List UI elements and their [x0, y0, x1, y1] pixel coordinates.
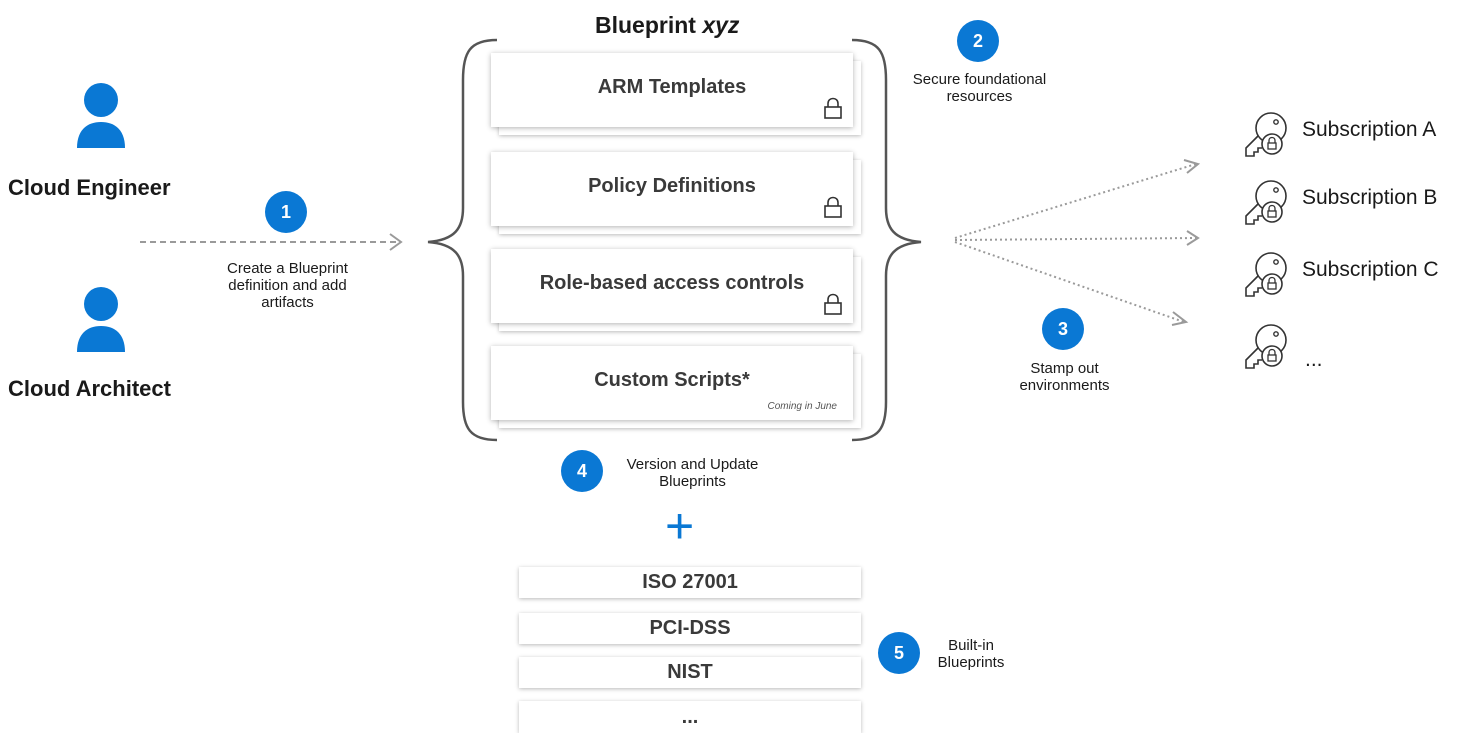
artifact-card-role-based-access[interactable]: Role-based access controls	[491, 249, 853, 323]
blueprint-title-prefix: Blueprint	[595, 12, 696, 38]
blueprint-title: Blueprint xyz	[595, 12, 739, 39]
blueprint-title-name: xyz	[702, 12, 740, 38]
cloud-architect-person-icon	[77, 287, 125, 352]
cloud-architect-label: Cloud Architect	[8, 376, 171, 401]
stamp-arrow-bottom	[954, 241, 1185, 323]
stamp-arrow-top	[954, 163, 1197, 239]
stamp-arrow-middle	[954, 237, 1197, 241]
artifact-label: Role-based access controls	[539, 271, 805, 294]
artifact-card-arm-templates[interactable]: ARM Templates	[491, 53, 853, 127]
builtin-blueprint-iso[interactable]: ISO 27001	[519, 567, 861, 598]
artifact-label: ARM Templates	[597, 75, 747, 98]
subscription-c-label: Subscription C	[1302, 258, 1439, 281]
left-brace	[427, 38, 498, 442]
lock-icon	[824, 293, 842, 315]
subscription-key-icon	[1245, 112, 1287, 157]
step-3-badge: 3	[1042, 308, 1084, 350]
subscription-key-icon	[1245, 180, 1287, 225]
right-brace	[851, 38, 922, 442]
artifact-label: Custom Scripts*	[594, 368, 750, 391]
lock-icon	[824, 97, 842, 119]
builtin-blueprint-more[interactable]: ...	[519, 701, 861, 733]
subscription-key-icon	[1245, 252, 1287, 297]
step-4-caption: Version and Update Blueprints	[626, 456, 759, 490]
step-5-badge: 5	[878, 632, 920, 674]
cloud-engineer-person-icon	[77, 83, 125, 148]
subscription-a-label: Subscription A	[1302, 118, 1437, 141]
lock-icon	[824, 196, 842, 218]
cloud-engineer-label: Cloud Engineer	[8, 175, 171, 200]
artifact-card-custom-scripts[interactable]: Custom Scripts* Coming in June	[491, 346, 853, 420]
step-5-caption: Built-in Blueprints	[937, 637, 1005, 671]
subscription-more-label: ...	[1305, 348, 1323, 371]
artifact-label: Policy Definitions	[588, 174, 756, 197]
step-2-caption: Secure foundational resources	[912, 71, 1047, 105]
coming-soon-note: Coming in June	[767, 401, 837, 412]
step-2-badge: 2	[957, 20, 999, 62]
builtin-blueprint-nist[interactable]: NIST	[519, 657, 861, 688]
step-3-caption: Stamp out environments	[1019, 360, 1110, 394]
subscription-b-label: Subscription B	[1302, 186, 1438, 209]
artifact-card-policy-definitions[interactable]: Policy Definitions	[491, 152, 853, 226]
step-1-caption: Create a Blueprint definition and add ar…	[227, 260, 348, 311]
step-4-badge: 4	[561, 450, 603, 492]
step-1-badge: 1	[265, 191, 307, 233]
builtin-blueprint-pci[interactable]: PCI-DSS	[519, 613, 861, 644]
subscription-key-icon	[1245, 324, 1287, 369]
plus-symbol: +	[665, 498, 695, 554]
